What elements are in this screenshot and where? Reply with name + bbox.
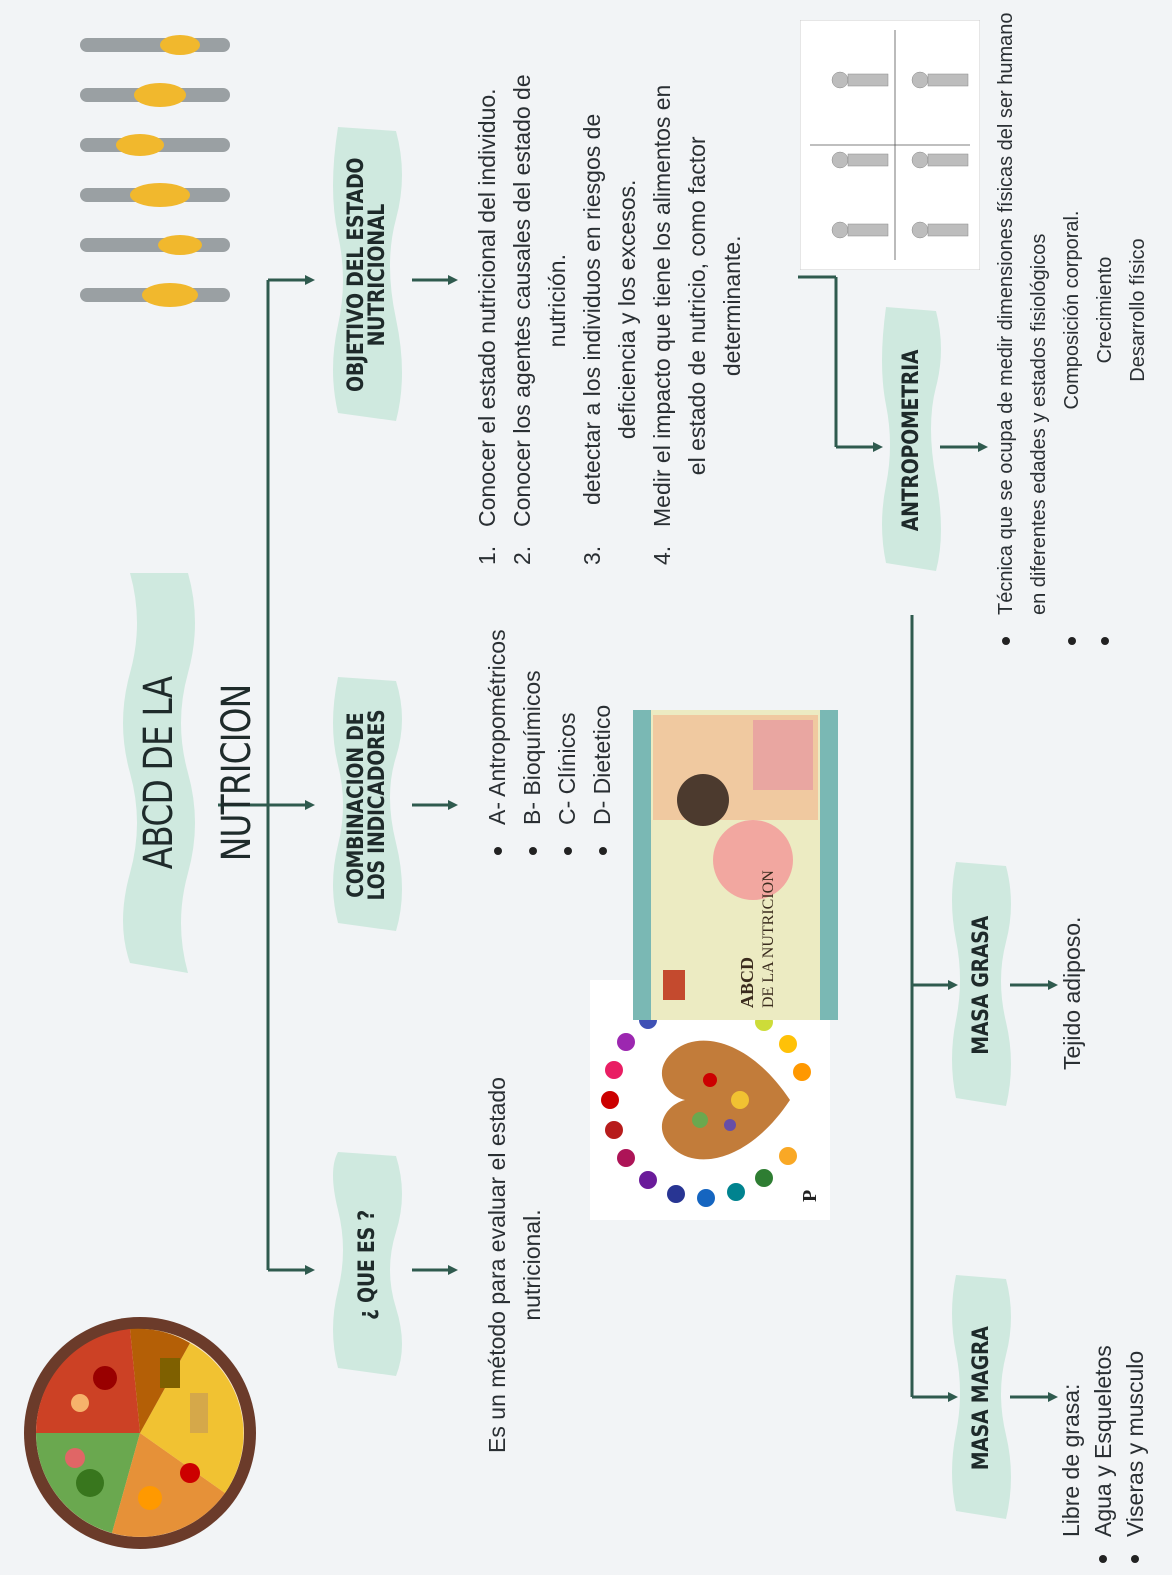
plate-of-good-eating-image [24, 1317, 256, 1549]
list-item: 3. detectar a los individuos en riesgos … [575, 10, 645, 565]
list-item-text: el estado de nutricio, como factor [684, 136, 710, 476]
book-title-line-2: DE LA NUTRICION [760, 870, 777, 1008]
que-es-description: Es un método para evaluar el estado nutr… [480, 1050, 550, 1480]
list-number: 2. [509, 545, 535, 565]
list-item-text: detectar a los individuos en riesgos de [579, 113, 605, 505]
list-item: C- Clínicos [550, 515, 585, 935]
objetivos-list: 1. Conocer el estado nutricional del ind… [470, 10, 750, 565]
book-title-line-1: ABCD [737, 957, 757, 1008]
list-item: Viseras y musculo [1119, 1207, 1151, 1567]
list-item: 1. Conocer el estado nutricional del ind… [470, 10, 505, 565]
bullet-icon [599, 847, 607, 855]
heading-combinacion: COMBINACION DE LOS INDICADORES [330, 675, 404, 935]
list-item: A- Antropométricos [480, 515, 515, 935]
antropometria-list: Técnica que se ocupa de medir dimensione… [990, 5, 1155, 645]
list-item-text: Técnica que se ocupa de medir dimensione… [995, 12, 1050, 615]
bullet-icon [494, 847, 502, 855]
list-item-text: Crecimiento [1094, 256, 1116, 364]
text-line: nutricional. [519, 1209, 545, 1321]
body-silhouettes-image [80, 35, 230, 307]
heading-masa-magra: MASA MAGRA [950, 1273, 1012, 1523]
heading-label-line-1: OBJETIVO DEL ESTADO [344, 157, 369, 393]
pill-background [333, 127, 402, 421]
list-item-text: A- Antropométricos [484, 629, 510, 825]
list-number: 1. [474, 545, 500, 565]
bullet-icon [1068, 637, 1076, 645]
heading-label-line-1: COMBINACION DE [344, 712, 369, 898]
list-item-text: nutrición. [544, 254, 570, 348]
list-item-text: C- Clínicos [554, 712, 580, 825]
list-item-text: Medir el impacto que tiene los alimentos… [649, 84, 675, 527]
heading-label: MASA GRASA [968, 915, 994, 1055]
list-item: 4. Medir el impacto que tiene los alimen… [645, 10, 750, 565]
masa-grasa-description: Tejido adiposo. [1059, 916, 1085, 1070]
indicadores-list: A- Antropométricos B- Bioquímicos C- Clí… [480, 515, 620, 935]
pill-background [333, 1152, 402, 1376]
heading-antropometria: ANTROPOMETRIA [880, 305, 942, 575]
list-item-text: Composición corporal. [1061, 210, 1083, 410]
pill-background [952, 862, 1011, 1106]
list-intro: Libre de grasa: [1058, 1383, 1084, 1537]
list-number: 4. [649, 545, 675, 565]
list-item: Desarrollo físico [1122, 5, 1155, 645]
page-title: ABCD DE LA NUTRICION [136, 676, 260, 870]
heading-masa-grasa: MASA GRASA [950, 860, 1012, 1110]
text-line: Es un método para evaluar el estado [484, 1077, 510, 1453]
bullet-icon [1131, 1555, 1139, 1563]
pill-background [882, 307, 941, 571]
pill-background [952, 1275, 1011, 1519]
list-item-text: Desarrollo físico [1127, 238, 1149, 382]
anthropometry-figures-image [800, 20, 980, 270]
list-item: D- Dietetico [585, 515, 620, 935]
title-block: ABCD DE LA NUTRICION [120, 563, 260, 983]
list-item-text: Conocer el estado nutricional del indivi… [474, 88, 500, 527]
list-item-text: determinante. [719, 235, 745, 377]
pill-background [333, 677, 402, 931]
list-item: Técnica que se ocupa de medir dimensione… [990, 5, 1056, 645]
list-item: B- Bioquímicos [515, 515, 550, 935]
list-item-text: deficiencia y los excesos. [614, 179, 640, 440]
list-item: Composición corporal. [1056, 5, 1089, 645]
heading-label-line-2: NUTRICIONAL [365, 203, 390, 347]
bullet-icon [1099, 1555, 1107, 1563]
list-number: 3. [579, 545, 605, 565]
list-item: 2. Conocer los agentes causales del esta… [505, 10, 575, 565]
list-item: Agua y Esqueletos [1087, 1207, 1119, 1567]
list-item-text: Conocer los agentes causales del estado … [509, 74, 535, 527]
logo-letter: P [799, 1190, 821, 1202]
heading-que-es: ¿ QUE ES ? [330, 1150, 404, 1380]
book-cover-image: ABCD DE LA NUTRICION [633, 710, 838, 1020]
heading-label-line-2: LOS INDICADORES [365, 709, 390, 901]
list-item-text: D- Dietetico [589, 704, 615, 825]
list-item: Crecimiento [1089, 5, 1122, 645]
bullet-icon [529, 847, 537, 855]
bullet-icon [1101, 637, 1109, 645]
list-item-text: B- Bioquímicos [519, 670, 545, 825]
nutrient-heart-logo: P [590, 980, 830, 1220]
masa-magra-list: Libre de grasa: Agua y Esqueletos Visera… [1055, 1207, 1151, 1567]
heading-label: ANTROPOMETRIA [898, 349, 924, 531]
heading-objetivo: OBJETIVO DEL ESTADO NUTRICIONAL [330, 125, 404, 425]
bullet-icon [1002, 637, 1010, 645]
list-item-text: Agua y Esqueletos [1090, 1345, 1116, 1537]
bullet-icon [564, 847, 572, 855]
list-item-text: Viseras y musculo [1122, 1350, 1148, 1537]
heading-label: MASA MAGRA [968, 1326, 994, 1470]
title-background [123, 573, 195, 973]
heading-label: ¿ QUE ES ? [354, 1209, 380, 1321]
